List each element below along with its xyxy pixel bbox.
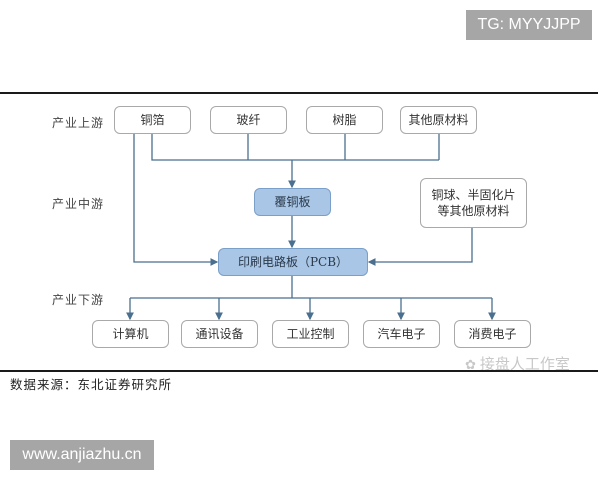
node-other-raw-materials: 其他原材料 bbox=[400, 106, 477, 134]
node-copper-ball-prepreg: 铜球、半固化片 等其他原材料 bbox=[420, 178, 527, 228]
row-label-downstream: 产业下游 bbox=[52, 293, 105, 307]
watermark: ✿接盘人工作室 bbox=[465, 353, 570, 374]
bottom-rule bbox=[0, 370, 598, 372]
node-glass-fiber: 玻纤 bbox=[210, 106, 287, 134]
node-industrial-control: 工业控制 bbox=[272, 320, 349, 348]
node-label-line1: 铜球、半固化片 bbox=[431, 188, 516, 202]
source-note: 数据来源：东北证券研究所 bbox=[10, 377, 173, 392]
node-consumer-electronics: 消费电子 bbox=[454, 320, 531, 348]
site-badge: www.anjiazhu.cn bbox=[10, 440, 154, 470]
row-label-midstream: 产业中游 bbox=[52, 197, 105, 211]
node-label: 树脂 bbox=[332, 113, 357, 127]
site-badge-text: www.anjiazhu.cn bbox=[22, 446, 142, 463]
node-label: 玻纤 bbox=[236, 113, 261, 127]
node-label: 覆铜板 bbox=[274, 195, 311, 209]
node-pcb: 印刷电路板（PCB） bbox=[218, 248, 368, 276]
node-automotive-electronics: 汽车电子 bbox=[363, 320, 440, 348]
node-label: 汽车电子 bbox=[377, 327, 426, 341]
tg-badge: TG: MYYJJPP bbox=[466, 10, 592, 40]
node-label: 通讯设备 bbox=[195, 327, 244, 341]
node-label-line2: 等其他原材料 bbox=[437, 204, 510, 218]
node-computer: 计算机 bbox=[92, 320, 169, 348]
node-resin: 树脂 bbox=[306, 106, 383, 134]
node-label: 铜箔 bbox=[140, 113, 165, 127]
row-label-upstream: 产业上游 bbox=[52, 116, 105, 130]
node-label: 消费电子 bbox=[468, 327, 517, 341]
node-label: 印刷电路板（PCB） bbox=[237, 255, 349, 269]
node-label: 计算机 bbox=[112, 327, 149, 341]
node-copper-foil: 铜箔 bbox=[114, 106, 191, 134]
wechat-icon: ✿ bbox=[465, 357, 476, 372]
node-label: 工业控制 bbox=[286, 327, 335, 341]
node-communication-equipment: 通讯设备 bbox=[181, 320, 258, 348]
node-label: 其他原材料 bbox=[408, 113, 469, 127]
tg-badge-text: TG: MYYJJPP bbox=[477, 16, 581, 33]
node-ccl: 覆铜板 bbox=[254, 188, 331, 216]
top-rule bbox=[0, 92, 598, 94]
watermark-text: 接盘人工作室 bbox=[479, 356, 570, 373]
